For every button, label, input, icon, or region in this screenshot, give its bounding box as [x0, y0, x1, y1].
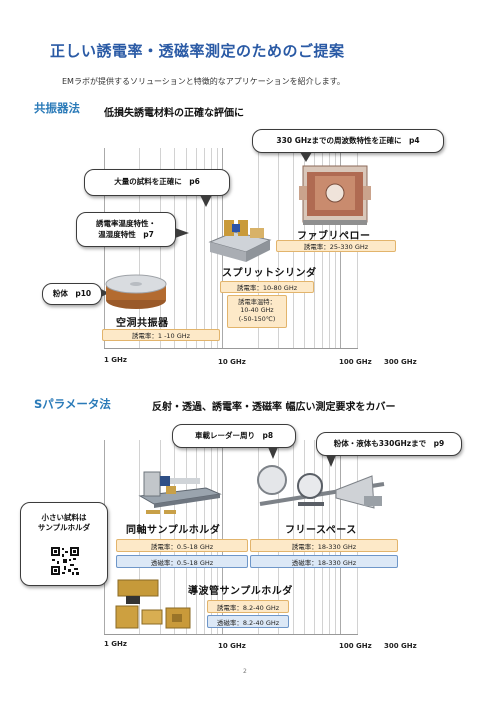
- callout-bulk-samples: 大量の試料を正確に p6: [84, 169, 230, 196]
- cavity-resonator-name: 空洞共振器: [116, 318, 169, 329]
- waveguide-holder-name: 導波管サンプルホルダ: [188, 586, 293, 597]
- coaxial-holder-image: [138, 471, 222, 514]
- coaxial-holder-name: 同軸サンプルホルダ: [126, 525, 221, 536]
- section-label-sparam: Sパラメータ法: [34, 397, 111, 411]
- section-description-resonator: 低損失誘電材料の正確な評価に: [104, 108, 244, 119]
- axis-tick-100ghz-sparam: 100 GHz: [339, 642, 372, 650]
- qr-code-icon[interactable]: [50, 546, 80, 576]
- split-cylinder-temp-range: 誘電率温特： 10-40 GHz (-50-150℃): [227, 295, 287, 328]
- callout-powder-liquid: 粉体・液体も330GHzまで p9: [316, 432, 462, 456]
- coaxial-permeability: 透磁率：0.5-18 GHz: [116, 555, 248, 568]
- waveguide-permittivity: 誘電率：8.2-40 GHz: [207, 600, 289, 613]
- section-label-resonator: 共振器法: [34, 101, 80, 115]
- axis-tick-300ghz-sparam: 300 GHz: [384, 642, 417, 650]
- split-cylinder-image: [208, 220, 272, 262]
- fabry-perot-range: 誘電率：25-330 GHz: [276, 240, 396, 252]
- axis-tick-300ghz: 300 GHz: [384, 358, 417, 366]
- fabry-perot-name: ファブリペロー: [297, 231, 371, 242]
- waveguide-holder-image: [115, 579, 191, 629]
- axis-tick-100ghz: 100 GHz: [339, 358, 372, 366]
- free-space-name: フリースペース: [285, 525, 357, 536]
- free-space-permittivity: 誘電率：18-330 GHz: [250, 539, 398, 552]
- axis-tick-10ghz-sparam: 10 GHz: [218, 642, 246, 650]
- axis-tick-10ghz: 10 GHz: [218, 358, 246, 366]
- cavity-resonator-range: 誘電率：1 -10 GHz: [102, 329, 220, 341]
- callout-temperature: 誘電率温度特性・ 温湿度特性 p7: [76, 212, 176, 247]
- callout-broadband: 330 GHzまでの周波数特性を正確に p4: [252, 129, 444, 153]
- axis-tick-1ghz: 1 GHz: [104, 356, 127, 364]
- callout-powder: 粉体 p10: [42, 283, 102, 305]
- axis-tick-1ghz-sparam: 1 GHz: [104, 640, 127, 648]
- frequency-grid-sparam: [104, 440, 358, 635]
- coaxial-permittivity: 誘電率：0.5-18 GHz: [116, 539, 248, 552]
- page-number: 2: [243, 668, 247, 675]
- page-subtitle: EMラボが提供するソリューションと特徴的なアプリケーションを紹介します。: [62, 77, 345, 86]
- free-space-permeability: 透磁率：18-330 GHz: [250, 555, 398, 568]
- section-description-sparam: 反射・透過、誘電率・透磁率 幅広い測定要求をカバー: [152, 402, 396, 413]
- split-cylinder-range: 誘電率：10-80 GHz: [220, 281, 314, 293]
- waveguide-permeability: 透磁率：8.2-40 GHz: [207, 615, 289, 628]
- cavity-resonator-image: [105, 274, 167, 309]
- free-space-image: [257, 465, 385, 509]
- page-title: 正しい誘電率・透磁率測定のためのご提案: [50, 42, 345, 60]
- split-cylinder-name: スプリットシリンダ: [222, 268, 317, 279]
- fabry-perot-image: [299, 165, 371, 225]
- callout-radar: 車載レーダー周り p8: [172, 424, 296, 448]
